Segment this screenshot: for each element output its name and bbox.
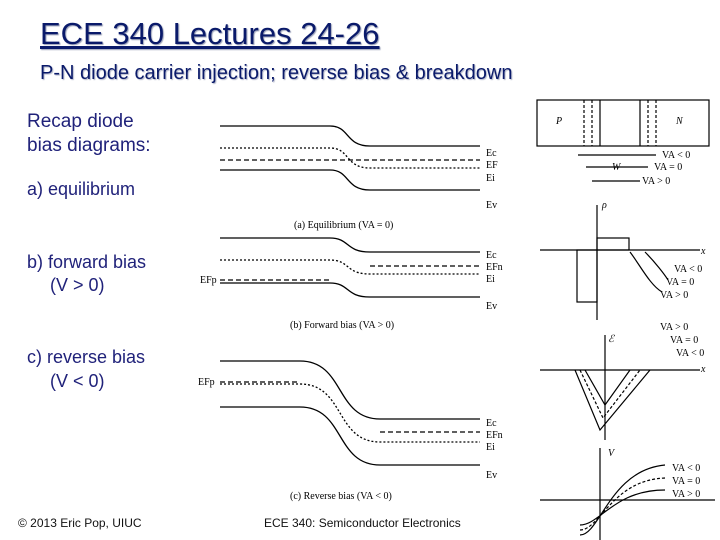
label-b-ec: Ec <box>486 250 497 261</box>
label-c-ei: Ei <box>486 442 495 453</box>
case-b-label: b) forward bias <box>27 252 147 272</box>
label-n-region: N <box>675 116 684 127</box>
label-p-region: P <box>555 116 562 127</box>
label-c-efp: EFp <box>198 377 215 388</box>
label-v-va-gt0: VA > 0 <box>672 489 700 500</box>
label-rho-va-lt0: VA < 0 <box>674 264 702 275</box>
caption-b: (b) Forward bias (VA > 0) <box>290 320 394 331</box>
label-b-ei: Ei <box>486 274 495 285</box>
label-a-ei: Ei <box>486 173 495 184</box>
label-field-x: x <box>700 364 706 375</box>
label-a-ev: Ev <box>486 200 497 211</box>
label-top-va-lt0: VA < 0 <box>662 150 690 161</box>
case-a-label: a) equilibrium <box>27 179 136 199</box>
label-b-ev: Ev <box>486 301 497 312</box>
label-c-ev: Ev <box>486 470 497 481</box>
label-rho-va-eq0: VA = 0 <box>666 277 694 288</box>
case-c-condition: (V < 0) <box>50 371 105 391</box>
label-rho-va-gt0: VA > 0 <box>660 290 688 301</box>
junction-box <box>536 99 710 147</box>
label-b-efp: EFp <box>200 275 217 286</box>
band-a-ec <box>220 125 480 147</box>
page-title: ECE 340 Lectures 24-26 <box>40 16 380 51</box>
label-v: V <box>608 448 616 459</box>
label-a-ec: Ec <box>486 148 497 159</box>
page-subtitle: P-N diode carrier injection; reverse bia… <box>40 62 513 84</box>
label-top-va-gt0: VA > 0 <box>642 176 670 187</box>
label-rho: ρ <box>601 200 607 211</box>
label-top-va-eq0: VA = 0 <box>654 162 682 173</box>
band-b-ei <box>220 259 480 275</box>
label-field-va-gt0: VA > 0 <box>660 322 688 333</box>
label-field: ℰ <box>608 334 615 345</box>
case-c-label: c) reverse bias <box>27 347 146 367</box>
case-b-condition: (V > 0) <box>50 275 105 295</box>
caption-a: (a) Equilibrium (VA = 0) <box>294 220 393 231</box>
label-b-efn: EFn <box>486 262 503 273</box>
recap-line-1: Recap diode <box>27 111 134 132</box>
band-c-ei <box>220 383 480 443</box>
label-a-ef: EF <box>486 160 498 171</box>
band-c-ev <box>220 406 480 466</box>
band-a-ev <box>220 169 480 191</box>
label-c-ec: Ec <box>486 418 497 429</box>
recap-line-2: bias diagrams: <box>27 135 151 156</box>
band-b-ec <box>220 237 480 253</box>
label-w: W <box>612 162 622 173</box>
footer-course: ECE 340: Semiconductor Electronics <box>264 516 461 530</box>
label-v-va-lt0: VA < 0 <box>672 463 700 474</box>
label-v-va-eq0: VA = 0 <box>672 476 700 487</box>
label-rho-x: x <box>700 246 706 257</box>
footer-copyright: © 2013 Eric Pop, UIUC <box>18 516 142 530</box>
label-c-efn: EFn <box>486 430 503 441</box>
caption-c: (c) Reverse bias (VA < 0) <box>290 491 392 502</box>
band-b-ev <box>220 282 480 298</box>
label-field-va-lt0: VA < 0 <box>676 348 704 359</box>
band-c-ec <box>220 360 480 420</box>
label-field-va-eq0: VA = 0 <box>670 335 698 346</box>
